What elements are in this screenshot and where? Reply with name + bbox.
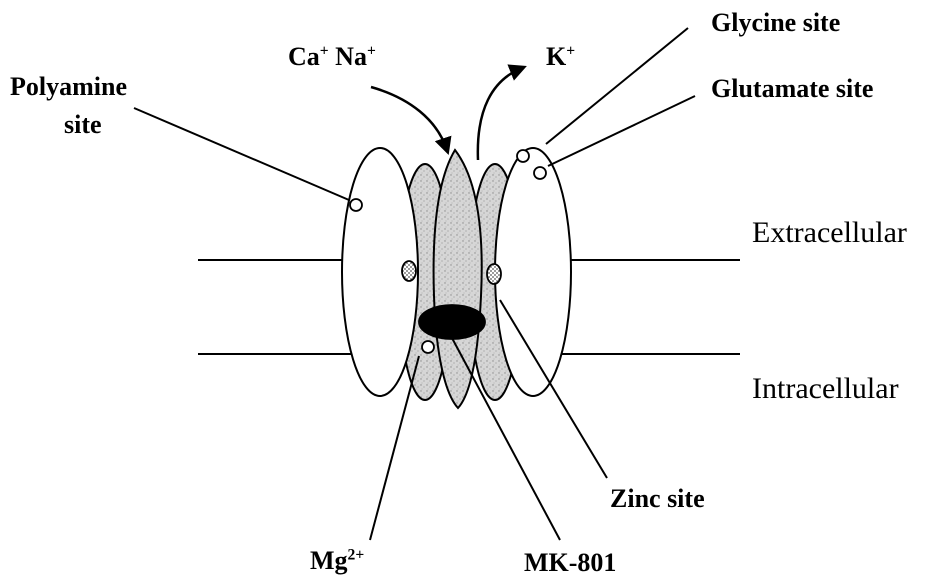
glutamate-site-label: Glutamate site	[711, 76, 873, 102]
polyamine-site-label-2: site	[64, 112, 102, 138]
calcium-ion: Ca	[288, 42, 320, 71]
intracellular-label: Intracellular	[752, 374, 899, 404]
mk801-blocker	[419, 305, 485, 339]
glutamate-leader	[548, 96, 695, 166]
ion-influx-label: Ca+ Na+	[288, 44, 376, 70]
polyamine-site-marker	[350, 199, 362, 211]
glutamate-site-marker	[534, 167, 546, 179]
polyamine-site-label-line-2: site	[64, 110, 102, 139]
zinc-site-label: Zinc site	[610, 486, 705, 512]
efflux-arrow	[478, 68, 522, 160]
receptor-subunits	[342, 148, 571, 408]
potassium-charge: +	[566, 42, 575, 59]
potassium-ion: K	[546, 42, 566, 71]
polyamine-site-label: Polyamine	[10, 74, 127, 100]
influx-arrow	[371, 87, 447, 150]
calcium-charge: +	[320, 42, 329, 59]
subunit-right-outer	[495, 148, 571, 396]
extracellular-label: Extracellular	[752, 218, 907, 248]
glycine-site-marker	[517, 150, 529, 162]
magnesium-symbol: Mg	[310, 546, 348, 575]
magnesium-label: Mg2+	[310, 548, 364, 574]
sodium-ion: Na	[335, 42, 367, 71]
magnesium-charge: 2+	[348, 546, 365, 563]
ion-efflux-label: K+	[546, 44, 575, 70]
polyamine-site-label-line-1: Polyamine	[10, 72, 127, 101]
magnesium-site-marker	[422, 341, 434, 353]
polyamine-leader	[134, 108, 349, 200]
mk801-label: MK-801	[524, 550, 616, 576]
zinc-site-marker-right	[487, 264, 501, 284]
zinc-site-marker-left	[402, 261, 416, 281]
ion-flow	[371, 68, 522, 160]
sodium-charge: +	[367, 42, 376, 59]
glycine-site-label: Glycine site	[711, 10, 840, 36]
